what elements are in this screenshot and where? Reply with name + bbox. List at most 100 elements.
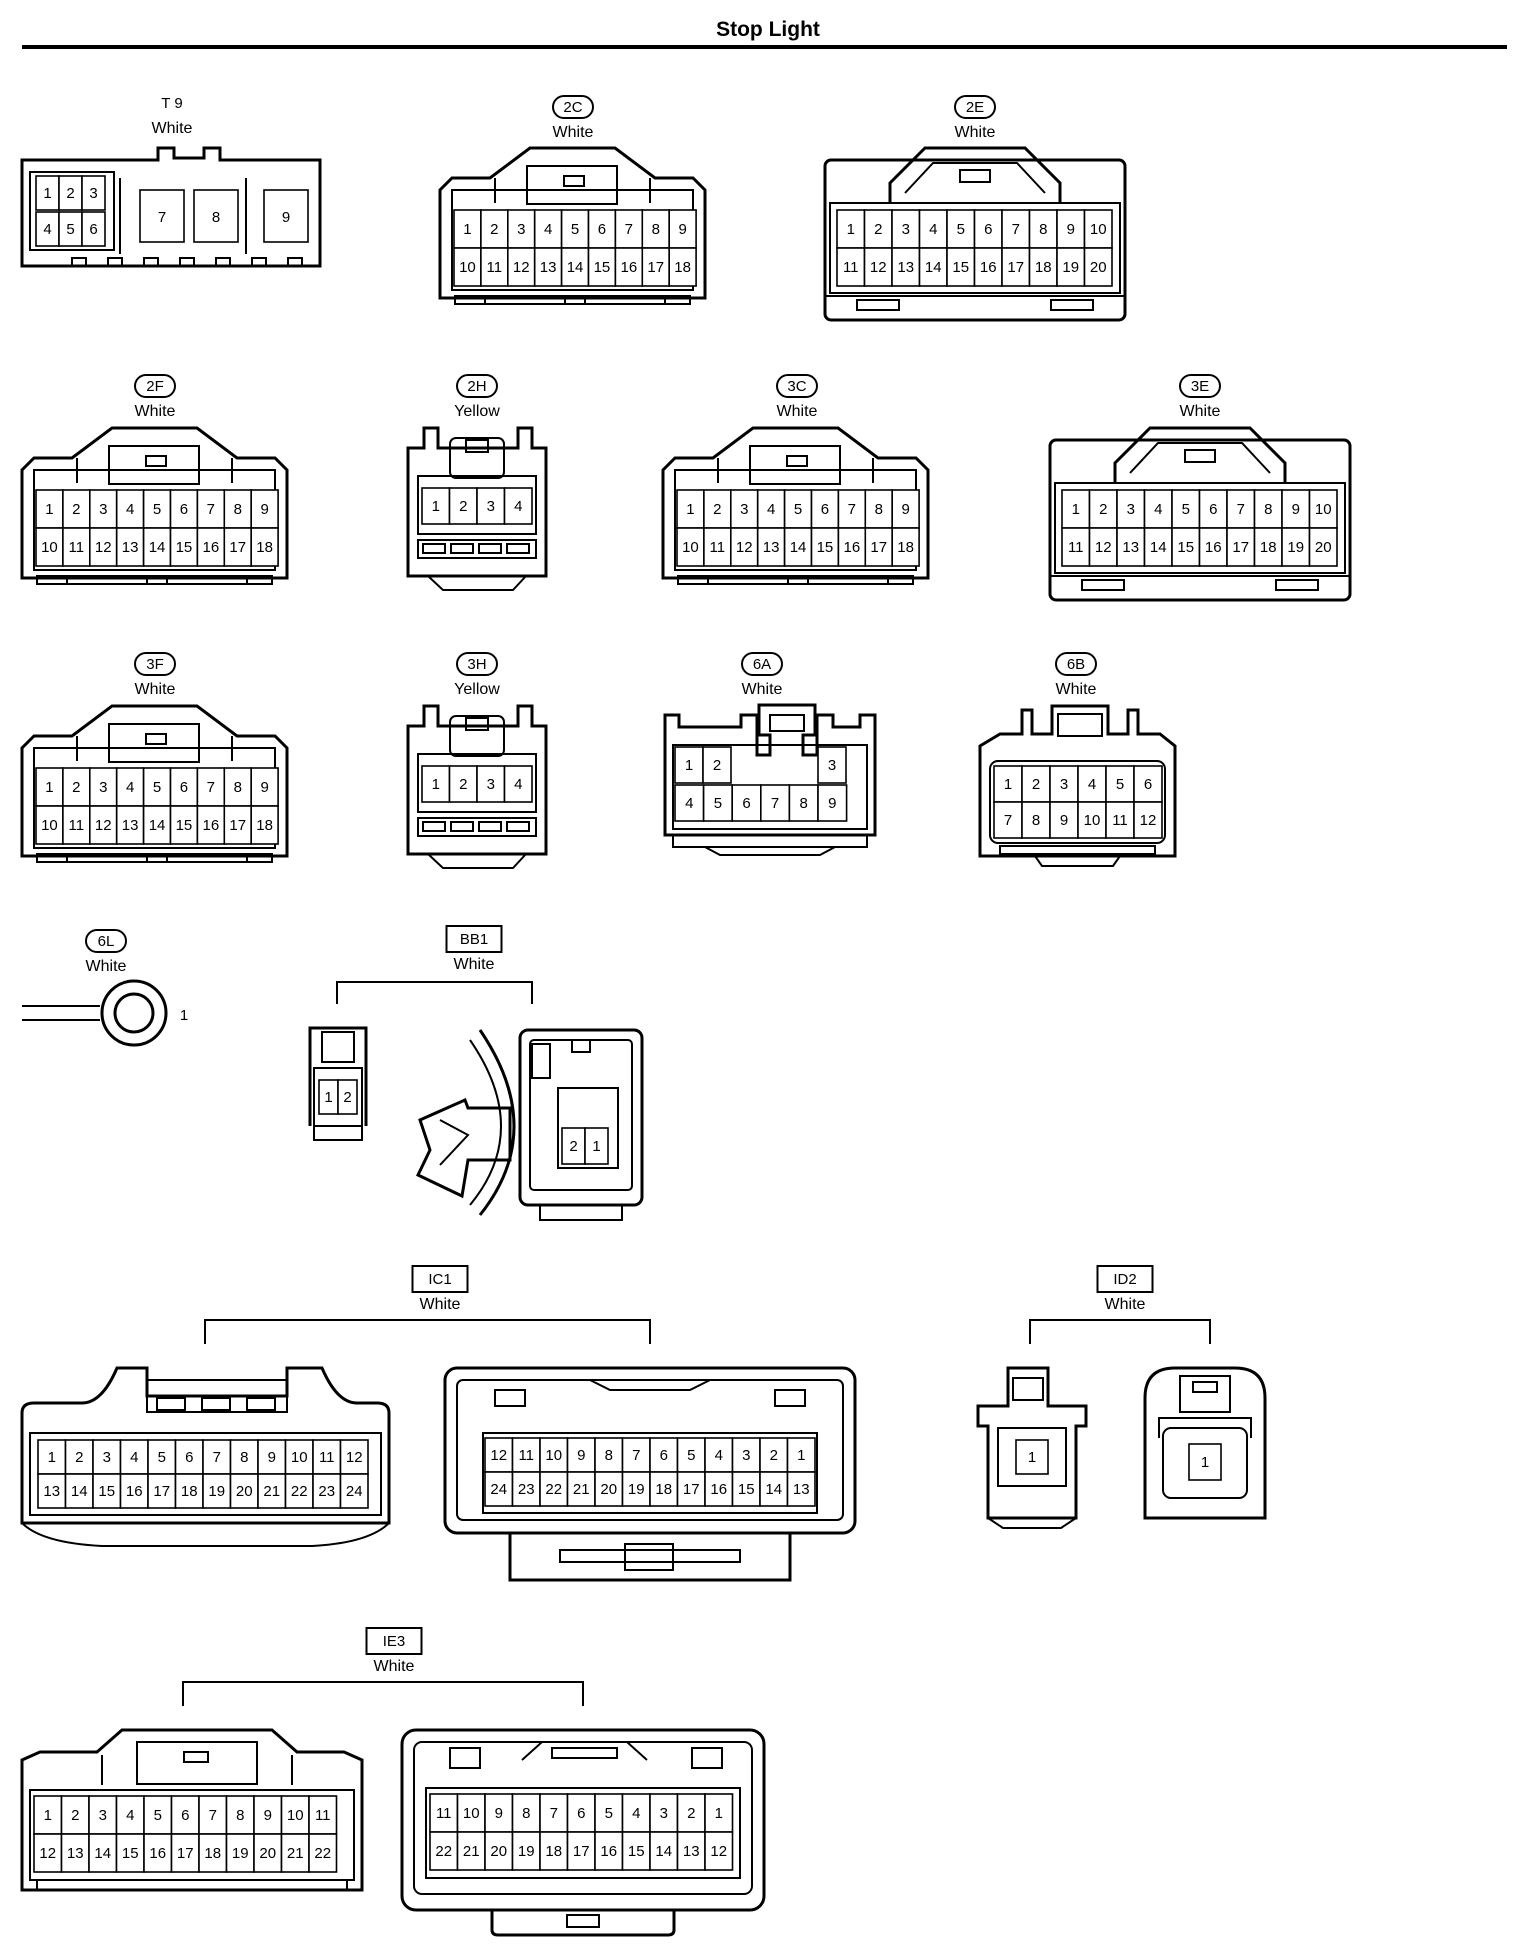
pin-label: 17 — [573, 1843, 590, 1860]
pin-label: 18 — [1035, 259, 1052, 276]
pin-label: 18 — [897, 539, 914, 556]
pin-label: 12 — [1095, 539, 1112, 556]
connector-code: 6B — [1067, 656, 1085, 673]
pin-label: 12 — [39, 1845, 56, 1862]
pin-label: 15 — [98, 1483, 115, 1500]
pin-label: 3 — [902, 221, 910, 238]
pin-label: 14 — [149, 539, 166, 556]
pin-label: 8 — [652, 221, 660, 238]
pin-label: 6 — [577, 1805, 585, 1822]
pin-label: 4 — [514, 498, 522, 515]
pin-label: 3 — [1060, 776, 1068, 793]
pin-label: 1 — [48, 1449, 56, 1466]
pin-label: 10 — [1084, 812, 1101, 829]
connector-code-badge — [134, 374, 176, 398]
pin-label: 12 — [95, 539, 112, 556]
pin-label: 1 — [432, 498, 440, 515]
pin-label: 11 — [69, 817, 85, 834]
pin-label: 24 — [490, 1481, 507, 1498]
pin-label: 11 — [1068, 539, 1084, 556]
pin-label: 11 — [319, 1449, 335, 1466]
pin-label: 11 — [436, 1805, 452, 1822]
pin-label: 18 — [655, 1481, 672, 1498]
pin-label: 9 — [282, 209, 290, 226]
pin-label: 9 — [901, 501, 909, 518]
pin-label: 5 — [153, 501, 161, 518]
pin-label: 3 — [487, 776, 495, 793]
connector-code-box — [445, 925, 503, 953]
pin-label: 3 — [103, 1449, 111, 1466]
pin-label: 17 — [177, 1845, 194, 1862]
pin-label: 15 — [952, 259, 969, 276]
pin-label: 16 — [203, 817, 220, 834]
pin-label: 8 — [1039, 221, 1047, 238]
pin-label: 11 — [710, 539, 726, 556]
pin-label: 10 — [545, 1447, 562, 1464]
pin-label: 17 — [870, 539, 887, 556]
pin-label: 4 — [767, 501, 775, 518]
pin-label: 12 — [346, 1449, 363, 1466]
pin-label: 3 — [99, 501, 107, 518]
pin-label: 5 — [794, 501, 802, 518]
pin-label: 16 — [203, 539, 220, 556]
pin-label: 5 — [957, 221, 965, 238]
pin-label: 8 — [1032, 812, 1040, 829]
connector-code: 2F — [146, 378, 164, 395]
pin-label: 1 — [1072, 501, 1080, 518]
pin-label: 11 — [1112, 812, 1128, 829]
pin-label: 20 — [1090, 259, 1107, 276]
pin-label: 18 — [545, 1843, 562, 1860]
pin-label: 19 — [208, 1483, 225, 1500]
pin-label: 1 — [715, 1805, 723, 1822]
pin-label: 12 — [513, 259, 530, 276]
pin-label: 6 — [660, 1447, 668, 1464]
pin-label: 22 — [291, 1483, 308, 1500]
pin-label: 16 — [126, 1483, 143, 1500]
pin-label: 14 — [790, 539, 807, 556]
pin-label: 2 — [687, 1805, 695, 1822]
pin-label: 21 — [287, 1845, 304, 1862]
pin-label: 7 — [848, 501, 856, 518]
pin-label: 6 — [185, 1449, 193, 1466]
pin-label: 13 — [540, 259, 557, 276]
pin-label: 16 — [149, 1845, 166, 1862]
pin-label: 1 — [45, 779, 53, 796]
pin-label: 13 — [43, 1483, 60, 1500]
pin-label: 12 — [736, 539, 753, 556]
pin-label: 19 — [628, 1481, 645, 1498]
pin-label: 10 — [1090, 221, 1107, 238]
pin-label: 2 — [72, 779, 80, 796]
pin-label: 3 — [660, 1805, 668, 1822]
connector-code: 3C — [787, 378, 806, 395]
pin-label: 6 — [598, 221, 606, 238]
pin-label: 2 — [1032, 776, 1040, 793]
pin-label: 15 — [122, 1845, 139, 1862]
pin-label: 4 — [929, 221, 937, 238]
pin-label: 4 — [544, 221, 552, 238]
pin-label: 2 — [569, 1138, 577, 1155]
connector-code: T 9 — [161, 95, 182, 112]
pin-label: 16 — [844, 539, 861, 556]
connector-code-box — [411, 1265, 469, 1293]
pin-label: 5 — [153, 779, 161, 796]
pin-label: 10 — [291, 1449, 308, 1466]
pin-label: 13 — [683, 1843, 700, 1860]
connector-code: IE3 — [383, 1633, 406, 1650]
pin-label: 18 — [181, 1483, 198, 1500]
pin-label: 4 — [1154, 501, 1162, 518]
pin-label: 14 — [149, 817, 166, 834]
pin-label: 14 — [655, 1843, 672, 1860]
pin-label: 3 — [99, 779, 107, 796]
pin-label: 6 — [181, 1807, 189, 1824]
connector-bracket — [336, 981, 533, 1004]
pin-label: 20 — [1315, 539, 1332, 556]
pin-label: 16 — [1205, 539, 1222, 556]
pin-label: 8 — [522, 1805, 530, 1822]
